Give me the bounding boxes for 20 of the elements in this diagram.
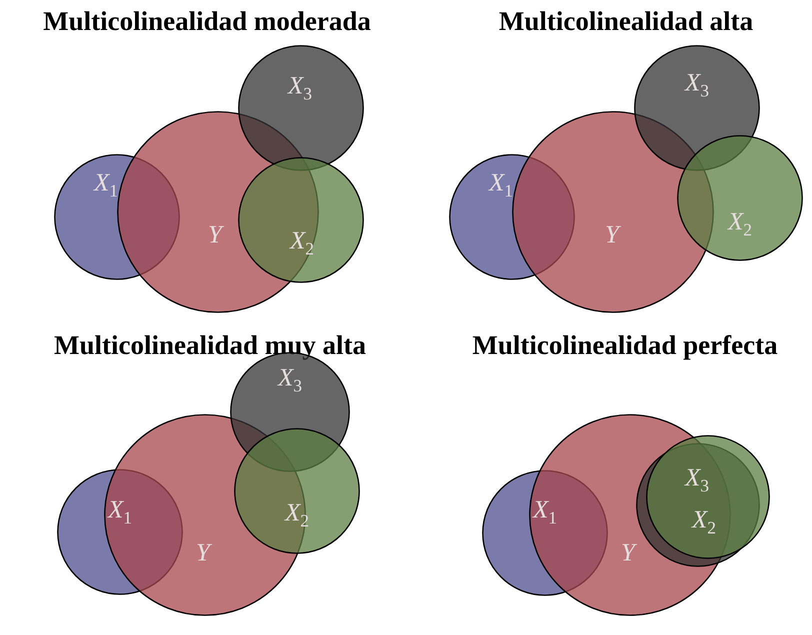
set-label: Y bbox=[621, 540, 635, 566]
panel-title: Multicolinealidad alta bbox=[498, 6, 754, 37]
set-label: X$_{3}$ bbox=[684, 465, 710, 495]
panel-title: Multicolinealidad muy alta bbox=[54, 330, 366, 361]
set-label: X$_{1}$ bbox=[488, 170, 514, 200]
set-label: X$_{2}$ bbox=[692, 507, 716, 537]
panel-title: Multicolinealidad moderada bbox=[43, 6, 371, 37]
set-label: Y bbox=[196, 540, 210, 566]
set-label: X$_{3}$ bbox=[684, 70, 710, 100]
panel-title: Multicolinealidad perfecta bbox=[472, 330, 778, 361]
set-label: X$_{2}$ bbox=[284, 500, 310, 530]
set-label: Y bbox=[208, 222, 222, 248]
set-label: Y bbox=[605, 222, 619, 248]
set-label: X$_{3}$ bbox=[278, 365, 302, 395]
set-label: X$_{1}$ bbox=[94, 170, 118, 200]
set-label: X$_{1}$ bbox=[108, 497, 132, 527]
set-label: X$_{2}$ bbox=[728, 209, 752, 239]
set-label: X$_{3}$ bbox=[288, 73, 312, 103]
set-label: X$_{2}$ bbox=[290, 228, 314, 258]
set-label: X$_{1}$ bbox=[532, 497, 558, 527]
